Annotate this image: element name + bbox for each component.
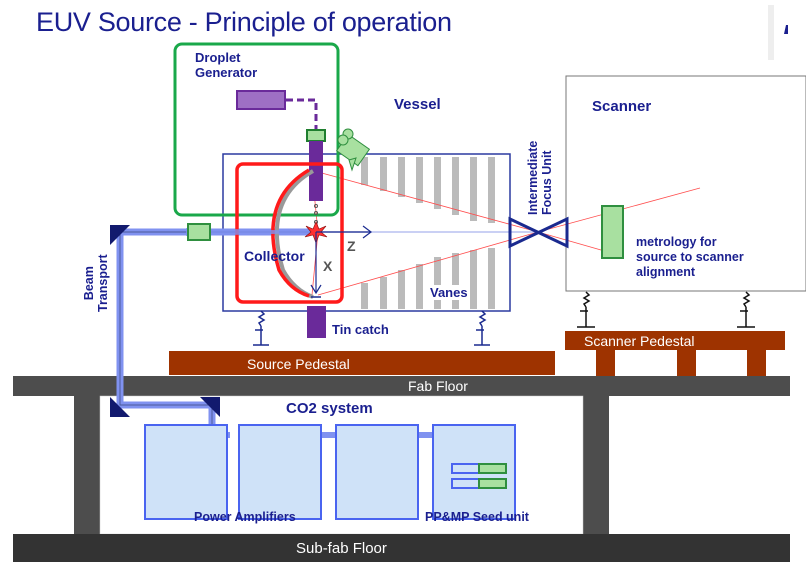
mirror-icon <box>200 397 220 417</box>
scanner-label: Scanner <box>592 98 652 115</box>
intermediate-focus-label-line2: Focus Unit <box>540 150 554 215</box>
intermediate-focus-unit-icon <box>508 216 569 249</box>
vane <box>434 257 441 309</box>
intermediate-focus-label-line1: Intermediate <box>526 140 540 215</box>
collector-mirror <box>271 168 310 298</box>
source-pedestal <box>169 351 483 375</box>
droplet-generator-box <box>173 42 340 217</box>
spring-icon <box>253 310 269 346</box>
scanner-pedestal <box>565 331 785 350</box>
droplet-generator-label-line1: Droplet <box>195 50 241 65</box>
clipped-title-glyph <box>784 25 788 34</box>
page-title: EUV Source - Principle of operation <box>36 7 452 37</box>
droplet-nozzle <box>309 141 323 201</box>
z-axis-label: Z <box>347 238 356 254</box>
power-amplifier-1 <box>144 424 228 520</box>
z-arrow-icon <box>362 225 372 239</box>
collector-label: Collector <box>244 248 305 264</box>
mirror-icon <box>110 225 130 245</box>
droplet-generator-label: Droplet Generator <box>195 50 257 80</box>
pillar <box>74 396 100 534</box>
metrology-unit <box>601 205 624 259</box>
nozzle-sensor <box>306 129 326 142</box>
vane <box>470 250 477 309</box>
vane <box>416 157 423 203</box>
spring-icon <box>577 291 595 328</box>
beam-transport-label-line1: Beam <box>82 266 96 301</box>
spring-icon <box>737 291 755 328</box>
vanes-group <box>361 157 495 309</box>
vane <box>434 157 441 209</box>
metrology-label: metrology for source to scanner alignmen… <box>636 235 744 280</box>
vane <box>398 157 405 197</box>
droplet-feed-line <box>286 98 318 130</box>
vane <box>380 157 387 191</box>
vessel-label: Vessel <box>394 96 441 113</box>
sub-fab-floor-label: Sub-fab Floor <box>296 540 387 557</box>
collector-mirror-shadow <box>275 169 314 299</box>
isolators-scanner <box>577 291 755 328</box>
source-pedestal-label: Source Pedestal <box>247 356 350 372</box>
fab-floor-label: Fab Floor <box>408 378 468 394</box>
metrology-label-line2: source to scanner <box>636 250 744 264</box>
droplets <box>314 204 318 224</box>
vane <box>488 248 495 309</box>
metrology-label-line3: alignment <box>636 265 696 279</box>
vane <box>452 157 459 215</box>
droplet-generator-label-line2: Generator <box>195 65 258 80</box>
vane <box>488 157 495 223</box>
mirror-icon <box>110 397 130 417</box>
spring-icon <box>474 310 490 346</box>
sub-fab-floor <box>13 534 790 562</box>
vane <box>361 283 368 309</box>
vanes-label: Vanes <box>428 285 470 300</box>
tin-catch <box>307 306 326 338</box>
fab-floor <box>13 376 790 396</box>
vane <box>380 277 387 309</box>
slide-edge-shadow <box>768 5 774 60</box>
laser-beam <box>186 228 316 236</box>
vane <box>470 157 477 221</box>
power-amplifier-2 <box>238 424 322 520</box>
pillar <box>583 396 609 534</box>
x-axis-label: X <box>323 258 333 274</box>
power-amplifiers-label: Power Amplifiers <box>194 510 296 524</box>
metrology-label-line1: metrology for <box>636 235 717 249</box>
co2-system-label: CO2 system <box>286 400 373 417</box>
droplet-generator-unit <box>236 90 286 110</box>
tin-catch-label: Tin catch <box>332 322 389 337</box>
isolators-source <box>253 310 490 346</box>
beam-transport-label-line2: Transport <box>96 254 110 312</box>
scanner-pedestal-label: Scanner Pedestal <box>584 333 695 349</box>
x-arrow-icon <box>310 284 322 295</box>
co2-system <box>144 424 516 520</box>
camera-icon <box>335 128 371 172</box>
beam-coupler <box>187 223 211 241</box>
vane <box>361 157 368 185</box>
vane <box>398 270 405 309</box>
beam-transport-label: Beam Transport <box>82 254 110 312</box>
intermediate-focus-label: Intermediate Focus Unit <box>526 141 554 215</box>
vane <box>416 264 423 309</box>
seed-unit-label: PP&MP Seed unit <box>425 510 529 524</box>
power-amplifier-3 <box>335 424 419 520</box>
vane <box>452 253 459 309</box>
